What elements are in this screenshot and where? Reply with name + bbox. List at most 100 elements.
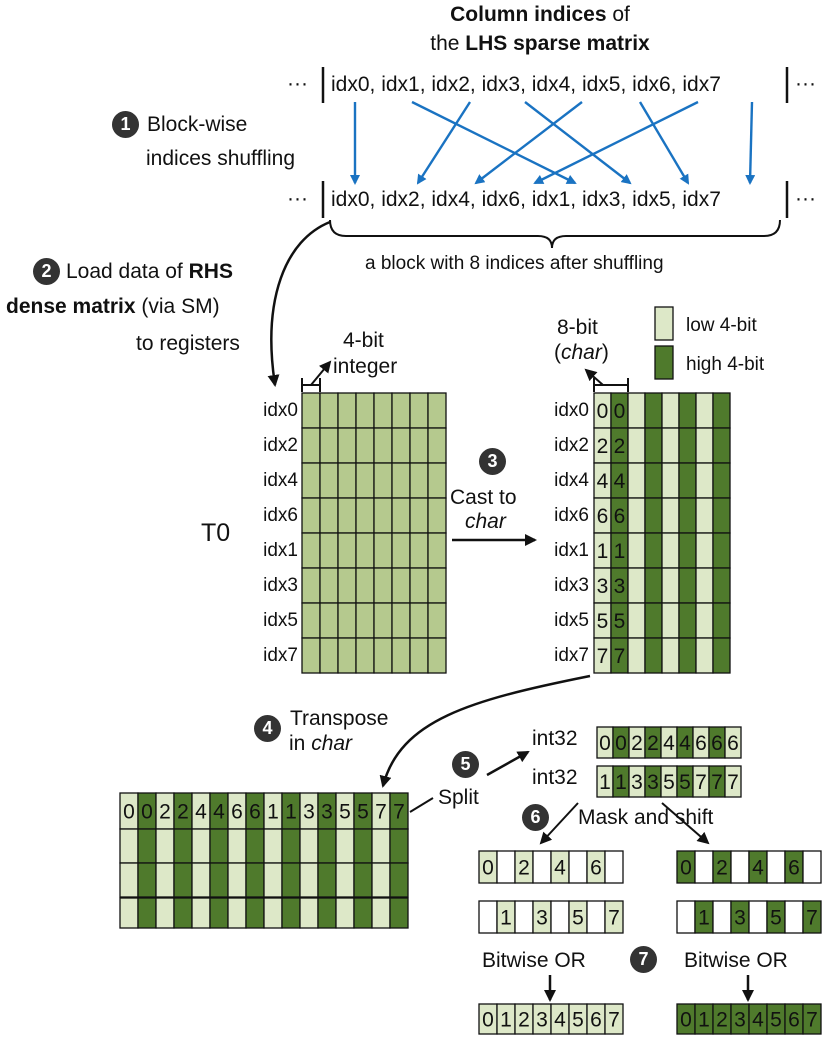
mask-left-even-digit: 2 (518, 857, 530, 880)
t0-row-cell (427, 462, 447, 499)
cast-row-digit: 1 (597, 540, 609, 563)
mask-left-odd-cell (514, 900, 534, 934)
transposed-row-cell (389, 862, 409, 898)
cast-row-cell (712, 637, 731, 674)
cast-row-cell (695, 602, 714, 639)
t0-row-cell (391, 532, 411, 569)
t0-row-cell (373, 427, 393, 464)
cast-row-digit: 3 (614, 575, 626, 598)
cast-row-cell (627, 602, 646, 639)
t0-row-label: idx3 (263, 575, 298, 596)
mask-right-even-cell (766, 850, 786, 884)
header-line1-rest: of (606, 3, 630, 26)
split-arrow (486, 750, 530, 777)
result-left-cell (604, 1003, 624, 1035)
transposed-row-cell (119, 828, 139, 864)
transposed-row-cell (173, 828, 193, 864)
t0-row-label: idx6 (263, 505, 298, 526)
cast-row-label: idx2 (554, 435, 589, 456)
step-2-line1-bold: RHS (188, 260, 233, 283)
transposed-row-cell (335, 828, 355, 864)
step-6-label: Mask and shift (578, 806, 714, 829)
shuffle-arrow (411, 100, 577, 185)
result-left-digit: 3 (536, 1009, 548, 1032)
cast-row-label: idx6 (554, 505, 589, 526)
int32-a-digit: 2 (647, 732, 659, 755)
t0-row-cell (355, 567, 375, 604)
int32-b-digit: 7 (695, 771, 707, 794)
cast-row-cell (712, 602, 731, 639)
cast-row-label: idx0 (554, 400, 589, 421)
cast-row-cell (712, 567, 731, 604)
transposed-row-digit: 4 (213, 801, 225, 824)
t0-row-cell (337, 567, 357, 604)
t0-row-cell (427, 427, 447, 464)
t0-row-cell (301, 532, 321, 569)
t0-row-cell (301, 427, 321, 464)
mask-right-even-cell (730, 850, 750, 884)
eight-bit-label: 8-bit (557, 316, 598, 339)
mask-left-odd-cell (586, 900, 606, 934)
transposed-row-cell (191, 897, 211, 929)
cast-row-digit: 2 (614, 435, 626, 458)
t0-row-cell (355, 497, 375, 534)
shuffle-arrow (474, 101, 583, 185)
int32-a-digit: 4 (679, 732, 691, 755)
cast-row-cell (712, 497, 731, 534)
step-6-badge: 6 (522, 804, 549, 831)
mask-right-odd-cell (748, 900, 768, 934)
result-left-digit: 0 (482, 1009, 494, 1032)
transposed-row-digit: 1 (285, 801, 297, 824)
split-line (409, 797, 434, 813)
t0-row-label: idx2 (263, 435, 298, 456)
ellipsis-top-right: ··· (795, 72, 816, 95)
t0-row-cell (427, 567, 447, 604)
span-arrow (310, 360, 332, 386)
mask-right-odd-digit: 7 (806, 907, 818, 930)
mask-left-odd-cell (604, 900, 624, 934)
t0-row-label: idx7 (263, 645, 298, 666)
transposed-row-cell (353, 897, 373, 929)
cast-row-cell (712, 427, 731, 464)
t0-row-cell (409, 532, 429, 569)
cast-row-cell (661, 567, 680, 604)
cast-row-label: idx3 (554, 575, 589, 596)
cast-row-cell (695, 532, 714, 569)
t0-row-cell (427, 497, 447, 534)
t0-row-label: idx1 (263, 540, 298, 561)
cast-row-cell (695, 462, 714, 499)
mask-left-even-digit: 0 (482, 857, 494, 880)
cast-row-digit: 0 (614, 400, 626, 423)
mask-arrow-right (661, 802, 710, 845)
transposed-row-cell (227, 828, 247, 864)
transposed-row-digit: 7 (375, 801, 387, 824)
transposed-row-cell (173, 862, 193, 898)
transposed-row-digit: 2 (177, 801, 189, 824)
cast-row-cell (644, 532, 663, 569)
result-left-digit: 5 (572, 1009, 584, 1032)
result-left-digit: 4 (554, 1009, 566, 1032)
t0-row-cell (373, 637, 393, 674)
step-5-badge: 5 (452, 751, 479, 778)
t0-row-cell (427, 392, 447, 429)
mask-left-odd-digit: 1 (500, 907, 512, 930)
step-3-badge: 3 (479, 448, 506, 475)
ellipsis-mid-right: ··· (795, 187, 816, 210)
result-right-digit: 4 (752, 1009, 764, 1032)
cast-row-digit: 1 (614, 540, 626, 563)
mask-right-odd-cell (784, 900, 804, 934)
cast-row-cell (712, 462, 731, 499)
cast-row-cell (712, 392, 731, 429)
t0-row-cell (355, 602, 375, 639)
header-line2: the LHS sparse matrix (390, 33, 690, 54)
transposed-row-cell (155, 897, 175, 929)
int32-a-digit: 6 (727, 732, 739, 755)
mask-left-even-cell (604, 850, 624, 884)
t0-row-cell (373, 462, 393, 499)
cast-row-digit: 4 (597, 470, 609, 493)
transposed-row-digit: 1 (267, 801, 279, 824)
step-4-line1: Transpose (290, 707, 389, 730)
t0-row-cell (427, 602, 447, 639)
t0-row-label: idx5 (263, 610, 298, 631)
mask-right-odd-digit: 1 (698, 907, 710, 930)
